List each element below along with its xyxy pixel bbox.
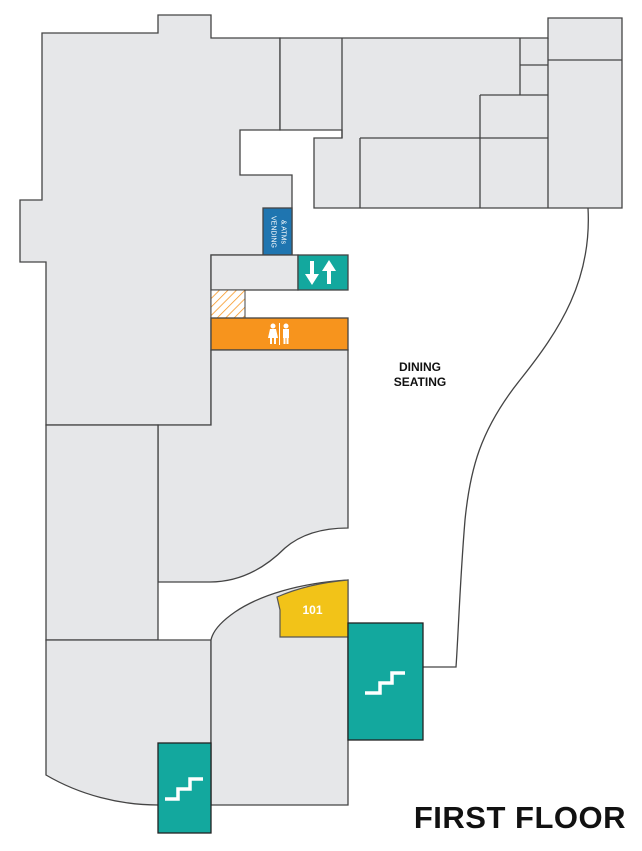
stairs-icon	[165, 777, 203, 801]
room-north-block[interactable]	[279, 17, 623, 209]
unit-101-label: 101	[302, 603, 323, 617]
elevator[interactable]	[297, 254, 349, 291]
vending-atm-area[interactable]	[262, 207, 293, 256]
stairs-icon	[365, 671, 405, 695]
room-central-west[interactable]	[157, 349, 349, 583]
dining-area-boundary	[423, 207, 589, 668]
north-block-partitions	[341, 38, 622, 208]
floor-title: FIRST FLOOR	[413, 800, 626, 835]
hatched-area	[210, 289, 246, 319]
unit-101[interactable]	[276, 579, 349, 638]
vending-label-line1: VENDING	[269, 215, 277, 248]
room-northwest-wing[interactable]	[19, 14, 293, 426]
restroom-icon	[268, 323, 289, 345]
dining-label-line2: SEATING	[393, 375, 447, 389]
room-corridor-strip[interactable]	[210, 254, 299, 291]
dining-label-line1: DINING	[399, 360, 441, 374]
elevator-icon	[305, 260, 336, 285]
dining-seating-label: DINING SEATING	[380, 360, 460, 390]
vending-label: VENDING & ATMs	[264, 210, 291, 253]
room-west-middle[interactable]	[45, 424, 159, 641]
vending-label-line2: & ATMs	[279, 219, 287, 244]
